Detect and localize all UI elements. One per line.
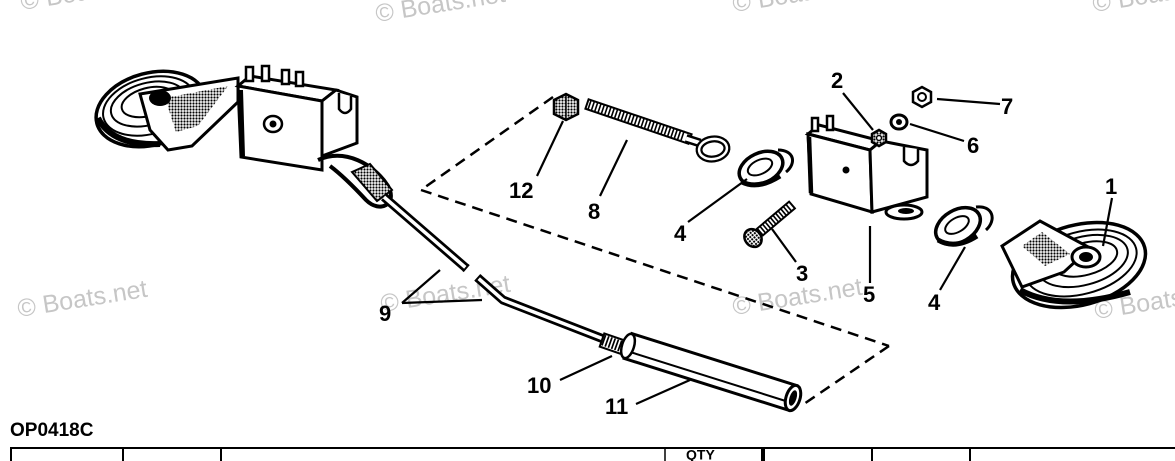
- nut-hex: [911, 85, 933, 109]
- leader-line: [635, 378, 691, 406]
- callout-11: 11: [605, 394, 628, 419]
- guide-segment: [420, 95, 554, 192]
- handle-highlight: [626, 350, 793, 404]
- cable-clip: [933, 205, 994, 247]
- leader-lines: [401, 92, 1114, 406]
- cable-break-end: [462, 263, 470, 273]
- nut-right: [911, 85, 933, 109]
- guide-segment: [800, 344, 890, 408]
- clip-opening: [746, 157, 774, 177]
- figure-code: OP0418C: [10, 420, 94, 441]
- callout-4: 4: [674, 221, 687, 246]
- bracket-edge-shadow: [239, 89, 245, 157]
- callout-8: 8: [588, 199, 600, 224]
- bracket-tab: [294, 70, 305, 88]
- leader-line: [909, 122, 965, 143]
- handle-rear-bore: [788, 390, 798, 406]
- qty-column-header: QTY: [686, 447, 715, 461]
- bracket-edge-shadow: [806, 136, 814, 194]
- callout-7: 7: [1001, 94, 1013, 119]
- screw: [743, 200, 797, 249]
- cable-break-end: [474, 274, 482, 282]
- leader-line: [401, 298, 483, 305]
- pulley-cover-shading: [1022, 232, 1070, 266]
- eye-bolt-eye-core: [697, 137, 729, 161]
- handle: [619, 331, 803, 413]
- guide-segment: [420, 188, 890, 348]
- pulley-cover-shading: [165, 86, 228, 132]
- bracket-tab: [280, 68, 291, 86]
- left-bracket: [234, 64, 359, 172]
- leader-line: [536, 120, 564, 177]
- eye-bolt-thread: [587, 99, 686, 141]
- callout-1: 1: [1105, 174, 1117, 199]
- cable: [317, 153, 608, 345]
- callout-10: 10: [527, 373, 551, 398]
- callout-6: 6: [967, 133, 979, 158]
- right-pulley: [1000, 219, 1148, 310]
- nut-left: [552, 92, 580, 122]
- washer: [889, 113, 909, 131]
- callouts: 1 2 3 4 4 5 6 7 8 9 10 11 12: [379, 68, 1117, 419]
- left-pulley-cover: [138, 76, 240, 152]
- bracket-u-slot: [337, 93, 353, 115]
- leader-line: [936, 97, 1001, 106]
- screw-thread: [759, 203, 793, 234]
- parts-table-header: QTY: [10, 447, 1175, 461]
- callout-5: 5: [863, 282, 875, 307]
- leader-line: [559, 355, 613, 381]
- bracket-tab: [244, 65, 255, 83]
- bracket-mount-hole: [842, 166, 850, 174]
- leader-line: [842, 92, 874, 131]
- pulley-rim-shadow: [1018, 287, 1131, 305]
- washer-hole: [896, 119, 902, 125]
- eye-bolt: [584, 98, 731, 163]
- cable-upper-segment-core: [382, 195, 468, 270]
- right-bracket: [804, 114, 929, 221]
- leader-line: [401, 269, 441, 304]
- pulley-rim-shadow: [95, 116, 161, 148]
- clip-hook: [777, 148, 795, 174]
- callout-3: 3: [796, 261, 808, 286]
- eye-bolt-shank-core: [685, 136, 701, 145]
- cable-clip: [737, 148, 795, 188]
- bracket-u-slot: [902, 147, 920, 167]
- leader-line: [771, 228, 797, 263]
- callout-9: 9: [379, 301, 391, 326]
- clip-shadow: [740, 173, 782, 188]
- cable-crimp: [350, 162, 394, 203]
- bracket-bottom-eye-hole: [898, 208, 914, 214]
- bracket-tab: [825, 114, 835, 132]
- bracket-tab: [260, 64, 271, 83]
- nut-small: [870, 128, 888, 148]
- pulley-hub: [149, 90, 171, 106]
- leader-line: [599, 139, 628, 197]
- assembly-guide-dashed-line: [420, 95, 890, 408]
- callout-2: 2: [831, 68, 843, 93]
- clip-opening: [944, 215, 970, 235]
- pulley-hub-bore: [1079, 252, 1093, 262]
- leader-line: [687, 178, 748, 223]
- callout-12: 12: [509, 178, 533, 203]
- clip-hook: [975, 205, 994, 232]
- nut-hole: [875, 134, 883, 142]
- nut-hole: [917, 92, 927, 102]
- callout-4: 4: [928, 290, 941, 315]
- handle-front-end: [619, 332, 637, 360]
- leader-line: [1101, 197, 1114, 247]
- clip-shadow: [936, 233, 979, 247]
- cable-lower-segment-core: [476, 276, 607, 342]
- bracket-tab: [810, 116, 820, 133]
- bracket-mount-bolt: [269, 120, 277, 128]
- leader-line: [939, 246, 966, 291]
- eye-bolt-rod: [584, 98, 693, 145]
- screw-head: [743, 227, 763, 249]
